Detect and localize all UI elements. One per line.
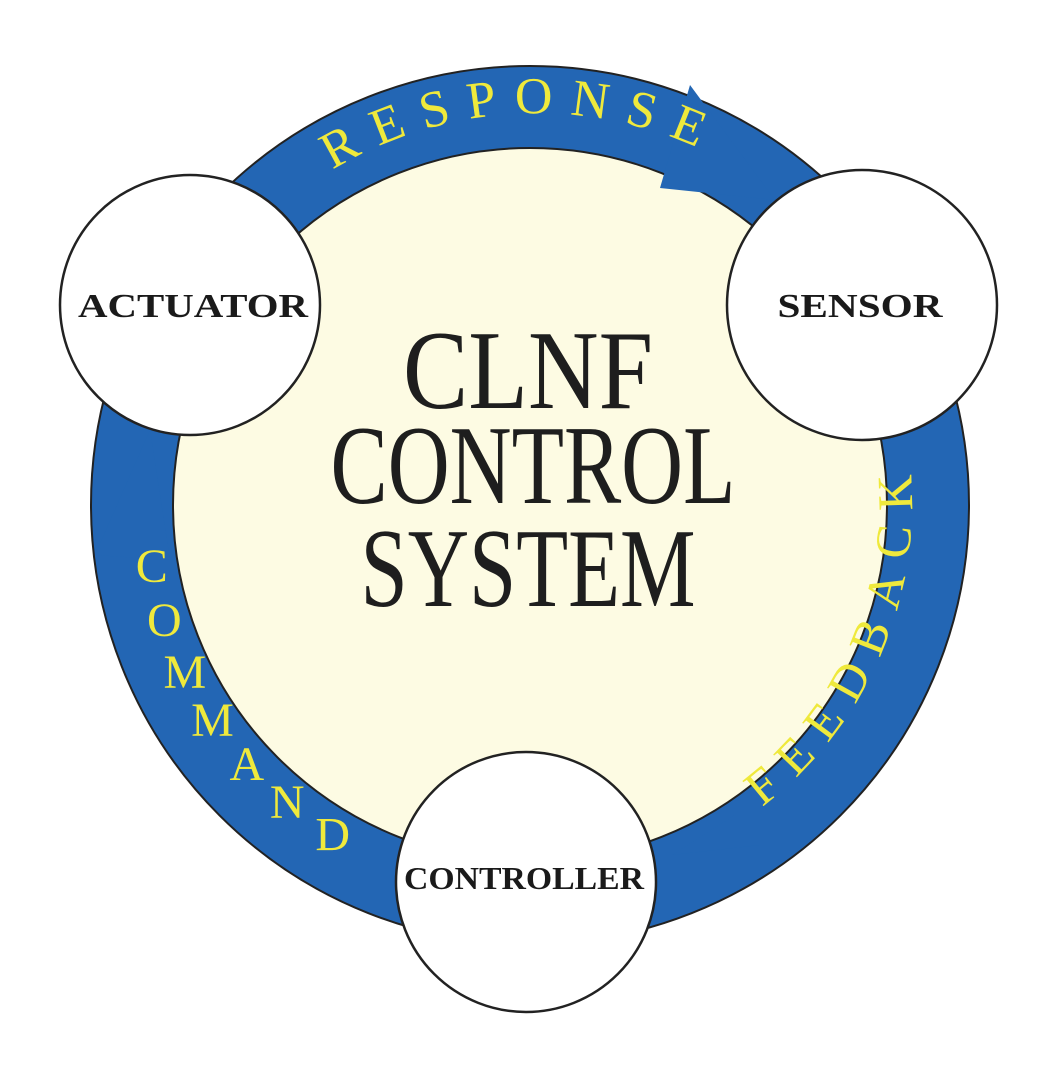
response-arrow-head bbox=[660, 85, 775, 200]
controller-label: CONTROLLER bbox=[404, 860, 645, 896]
title-line-1: CLNF bbox=[403, 309, 653, 433]
title-line-3: SYSTEM bbox=[361, 507, 696, 631]
command-arrow-head bbox=[95, 430, 170, 560]
command-letter: A bbox=[230, 738, 265, 791]
actuator-node: ACTUATOR bbox=[58, 173, 322, 437]
sensor-node: SENSOR bbox=[725, 168, 999, 442]
sensor-label: SENSOR bbox=[778, 288, 944, 325]
title-line-2: CONTROL bbox=[331, 404, 736, 528]
command-letter: D bbox=[315, 808, 350, 861]
actuator-label: ACTUATOR bbox=[78, 288, 309, 325]
command-letter: C bbox=[136, 540, 168, 593]
command-letter: M bbox=[191, 694, 234, 747]
feedback-arrow-head bbox=[672, 815, 760, 855]
command-letter: N bbox=[270, 776, 305, 829]
controller-node: CONTROLLER bbox=[394, 750, 658, 1014]
command-letter: M bbox=[163, 646, 206, 699]
command-letter: O bbox=[147, 594, 182, 647]
